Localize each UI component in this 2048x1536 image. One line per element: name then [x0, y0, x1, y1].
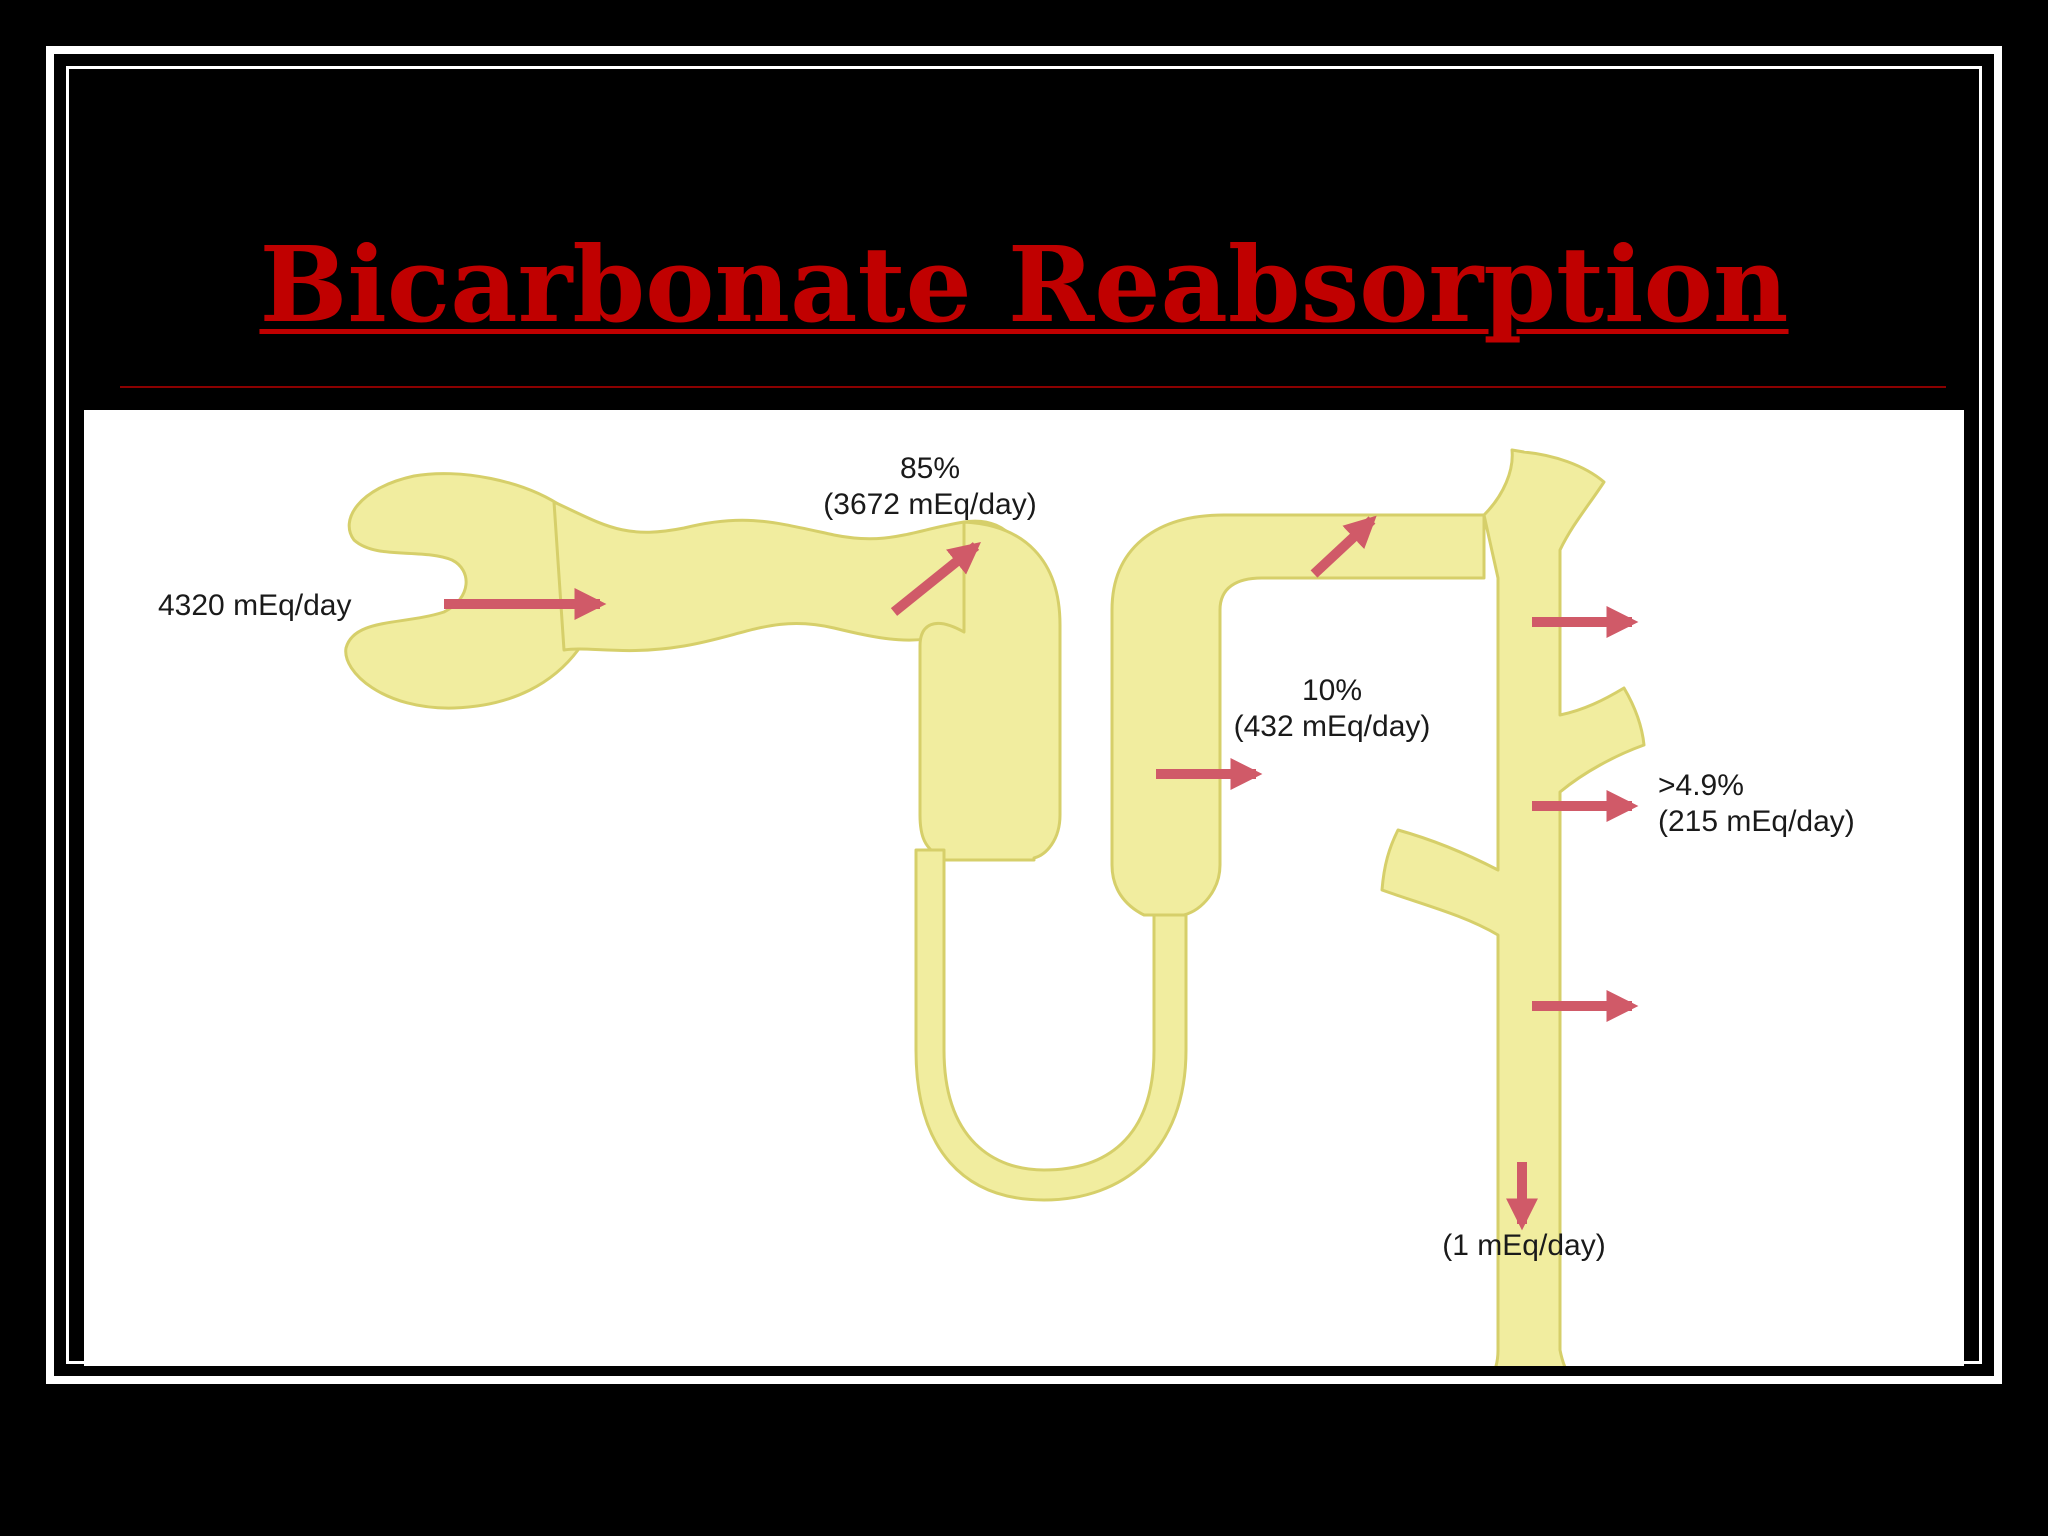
proximal-tubule: [552, 500, 1036, 653]
filtered-load-label: 4320 mEq/day: [158, 589, 351, 622]
distal-percent-label: >4.9%: [1658, 769, 1744, 802]
distal-amount-label: (215 mEq/day): [1658, 805, 1855, 838]
nephron-svg: 4320 mEq/day 85% (3672 mEq/day) 10% (432…: [158, 448, 1855, 1366]
nephron-diagram: 4320 mEq/day 85% (3672 mEq/day) 10% (432…: [84, 410, 1964, 1366]
loop-amount-label: (432 mEq/day): [1234, 710, 1431, 743]
slide-title: Bicarbonate Reabsorption: [259, 223, 1789, 346]
title-divider: [120, 386, 1946, 388]
bowmans-capsule: [344, 472, 580, 710]
reabsorption-arrows: [444, 515, 1639, 1231]
proximal-percent-label: 85%: [900, 452, 960, 485]
thick-ascending-limb: [1110, 513, 1486, 917]
ascending-limb-arrow: [1310, 515, 1377, 578]
proximal-amount-label: (3672 mEq/day): [823, 488, 1036, 521]
flow-labels: 4320 mEq/day 85% (3672 mEq/day) 10% (432…: [158, 452, 1855, 1262]
excreted-amount-label: (1 mEq/day): [1442, 1229, 1605, 1262]
proximal-straight-segment: [918, 520, 1062, 862]
loop-of-henle: [914, 848, 1188, 1202]
proximal-reabsorption-arrow: [890, 541, 981, 616]
nephron-tubule: [344, 448, 1646, 1366]
collecting-duct: [1380, 448, 1646, 1366]
slide-frame-outer: [46, 46, 2002, 1384]
loop-percent-label: 10%: [1302, 674, 1362, 707]
